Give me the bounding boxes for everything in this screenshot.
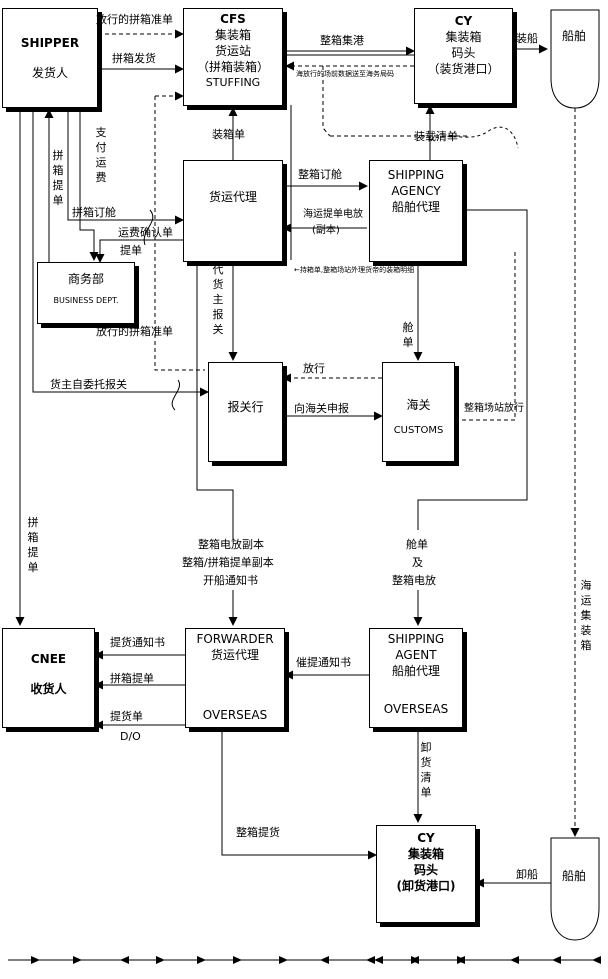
cy-load-line2: 集装箱 [445,30,482,44]
shipper-box: SHIPPER 发货人 [2,8,98,108]
label-lcl-delivery: 拼箱发货 [112,52,156,65]
label-do: 提货单 [110,710,143,723]
customs-box: 海关 CUSTOMS [382,362,455,462]
fo-line2: 货运代理 [210,648,259,662]
ship-top-label: 船舶 [562,29,587,43]
wavy-connector [429,126,519,149]
ao-line4: OVERSEAS [383,702,449,716]
label-unloading: 卸船 [516,868,538,881]
label-ocean-container: 海运集装箱 [580,579,592,652]
arrow-yard-release [455,250,516,421]
cy-load-title: CY [454,14,473,28]
broker-box: 报关行 [208,362,283,462]
cfs-line3: 货运站 [214,44,251,58]
ao-line1: SHIPPING [387,632,445,646]
label-docs3: 开船通知书 [203,574,258,587]
label-declare: 向海关申报 [294,402,349,415]
fo-line3: OVERSEAS [202,708,268,722]
forwarder-title: 货运代理 [208,190,257,204]
cfs-box: CFS 集装箱 货运站 （拼箱装箱） STUFFING [183,8,283,106]
shipper-title: SHIPPER [20,36,80,50]
arrow-lcl-booking [67,108,184,225]
cy-unload-title: CY [417,831,435,845]
label-release: 放行 [303,362,325,375]
label-manifest-fcl1: 舱单 [406,538,428,551]
cfs-line5: STUFFING [205,76,261,89]
label-copy: (副本) [312,225,340,236]
broker-title: 报关行 [227,400,264,414]
agency-line3: 船舶代理 [391,200,440,214]
ao-line2: AGENT [395,648,437,662]
cy-unload-line3: 码头 [413,863,438,877]
cfs-line4: （拼箱装箱） [196,60,269,74]
cy-load-line4: （装货港口） [427,62,500,76]
label-bl: 提单 [120,244,142,257]
cnee-box: CNEE 收货人 [2,628,95,728]
label-pickup-notice: 提货通知书 [110,636,165,649]
cfs-title: CFS [220,12,246,26]
arrow-payment [79,108,99,261]
label-yard-release: 整箱场站放行 [464,403,524,414]
customs-line1: 海关 [406,398,431,412]
label-release-lcl-mid: 放行的拼箱准单 [96,325,173,338]
label-packing-list: 装箱单 [212,128,245,141]
label-manifest-fcl2: 及 [412,556,423,569]
arrow-owner-customs [32,108,209,397]
label-do-code: D/O [120,730,141,743]
label-freight-confirm: 运费确认单 [118,226,173,239]
label-lcl-booking: 拼箱订舱 [72,206,116,219]
business-dept-box: 商务部 BUSINESS DEPT. [37,262,135,324]
label-release-info: 海放行的场前数据送至海务局码 [296,70,394,78]
business-line2: BUSINESS DEPT. [53,296,119,305]
label-urge-notice: 催提通知书 [296,656,351,669]
arrow-manifest-fcl [417,209,528,530]
cy-load-box: CY 集装箱 码头 （装货港口） [414,8,513,104]
label-lcl-bl-left: 拼箱提单 [27,516,39,574]
arrow-fcl-pickup [221,728,377,860]
label-lcl-bl-cnee: 拼箱提单 [110,672,154,685]
label-fcl-booking: 整箱订舱 [298,168,342,181]
label-yard-note: ←持箱单,整箱场站外理货帝的装箱明细 [294,266,415,274]
label-loading: 装船 [516,32,538,45]
label-docs1: 整箱电放副本 [198,538,264,551]
forwarder-box: 货运代理 [183,160,283,262]
ao-line3: 船舶代理 [391,664,440,678]
label-fcl-to-port: 整箱集港 [320,34,364,47]
label-sea-bl-release: 海运提单电放 [303,209,363,220]
agency-line2: AGENCY [391,184,441,198]
timeline-markers [31,956,601,964]
label-docs2: 整箱/拼箱提单副本 [182,556,274,569]
ship-top-shape [550,9,600,109]
cy-load-line3: 码头 [451,46,476,60]
cy-unload-box: CY 集装箱 码头 (卸货港口) [376,825,476,923]
shipper-subtitle: 发货人 [31,66,68,80]
agent-overseas-box: SHIPPING AGENT 船舶代理 OVERSEAS [369,628,463,728]
label-unload-list: 卸货清单 [420,741,432,799]
agency-line1: SHIPPING [387,168,445,182]
cnee-subtitle: 收货人 [30,682,67,696]
business-line1: 商务部 [67,272,104,286]
customs-line2: CUSTOMS [393,425,444,436]
label-manifest-fcl3: 整箱电放 [392,574,436,587]
cy-unload-line2: 集装箱 [407,847,444,861]
shipping-agency-box: SHIPPING AGENCY 船舶代理 [369,160,463,262]
ship-bottom-label: 船舶 [562,869,587,883]
fo-line1: FORWARDER [196,632,274,646]
ship-bottom-shape [550,837,600,941]
cy-unload-line4: (卸货港口) [396,879,456,893]
label-manifest: 舱单 [402,321,414,349]
label-fcl-pickup: 整箱提货 [236,826,280,839]
label-owner-customs: 货主自委托报关 [50,378,127,391]
forwarder-overseas-box: FORWARDER 货运代理 OVERSEAS [185,628,285,728]
label-payment-freight: 支付运费 [95,126,107,184]
cnee-title: CNEE [30,652,67,666]
label-loading-list: 装载清单 [414,130,458,143]
label-agent-customs: 代货主报关 [212,263,224,336]
cfs-line2: 集装箱 [214,28,251,42]
label-lcl-bl: 拼箱提单 [52,149,64,207]
label-release-lcl-top: 放行的拼箱准单 [96,13,173,26]
